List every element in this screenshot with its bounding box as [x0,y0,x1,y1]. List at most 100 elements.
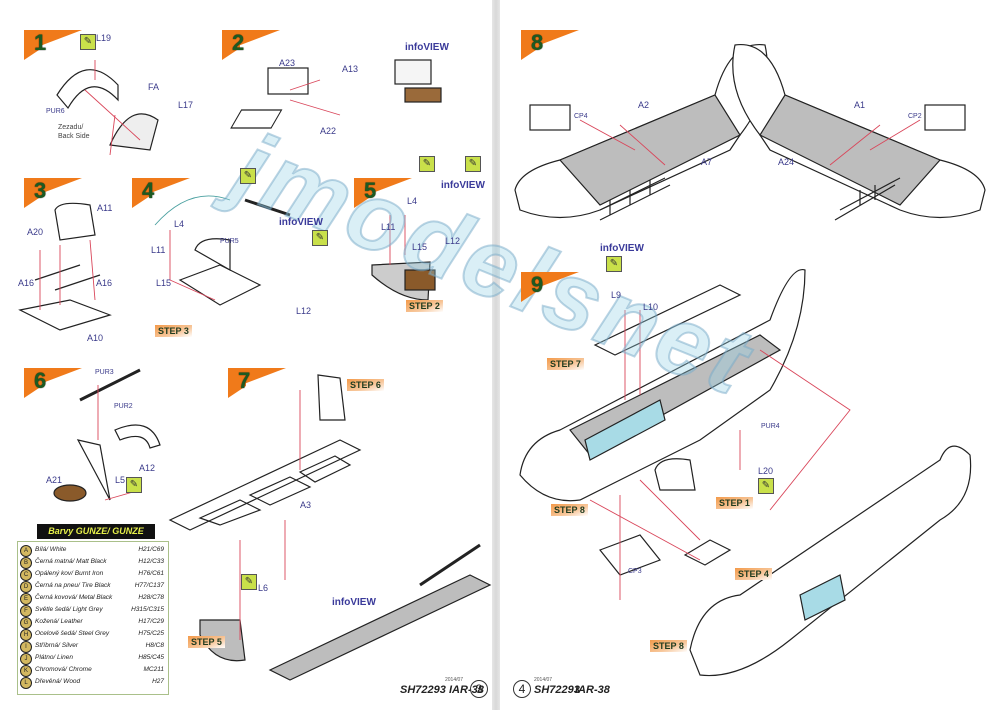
seat-drawing [54,202,96,241]
infoview-label: infoVIEW [441,180,485,191]
product-code: SH72293 [534,684,580,696]
part-label: L6 [258,583,269,593]
infoview-label: infoVIEW [600,243,644,254]
part-label: A12 [139,463,156,473]
product-code: SH72293 [400,684,446,696]
print-date: 2014/07 [534,677,553,683]
colour-badge-icon: H [20,629,32,641]
part-label: A7 [701,157,713,167]
step-3-number: 3 [24,178,82,208]
photo-etch-icon: ✎ [241,574,257,590]
part-label: A24 [778,157,795,167]
colour-badge-icon: F [20,605,32,617]
colour-badge-icon: C [20,569,32,581]
colour-badge-icon: E [20,593,32,605]
note-text: Zezadu/ [58,124,84,131]
instrument-panel-drawing [109,113,159,151]
infoview-label: infoVIEW [279,217,323,228]
step-reference: STEP 1 [716,497,753,509]
photo-etch-icon: ✎ [606,256,622,272]
part-label: L15 [156,278,172,288]
part-label: L5 [115,475,126,485]
part-label: L10 [643,302,659,312]
part-label: L19 [96,33,112,43]
photo-etch-icon: ✎ [758,478,774,494]
part-label: PUR4 [761,423,780,430]
part-label: L12 [445,236,461,246]
part-label: PUR6 [46,108,65,115]
step-7-number: 7 [228,368,286,398]
airplane-fuselage-drawing [689,445,972,677]
part-label: A10 [87,333,104,343]
cockpit-floor-frame-drawing [168,439,362,531]
photo-etch-icon: ✎ [419,156,435,172]
part-label: A1 [854,100,866,110]
part-label: A16 [18,278,35,288]
step-8-number: 8 [521,30,579,60]
colour-badge-icon: A [20,545,32,557]
part-label: L11 [151,245,166,255]
part-label: L9 [611,290,622,300]
part-label: A16 [96,278,113,288]
infoview-label: infoVIEW [332,597,376,608]
cp4-panel-drawing [529,104,571,131]
colour-badge-icon: L [20,677,32,689]
step-9-number: 9 [521,272,579,302]
colour-badge-icon: J [20,653,32,665]
step-1-number: 1 [24,30,82,60]
part-label: L4 [174,219,185,229]
step-reference: STEP 8 [650,640,687,652]
part-label: L4 [407,196,418,206]
photo-etch-icon: ✎ [240,168,256,184]
part-label: L17 [178,100,194,110]
part-label: L12 [296,306,312,316]
page-gutter [492,0,500,710]
step-reference: STEP 5 [188,636,225,648]
part-label: A11 [97,203,113,213]
part-label: A13 [342,64,359,74]
infoview-frame-drawing [268,574,492,681]
colour-badge-icon: G [20,617,32,629]
step-reference: STEP 2 [406,300,443,312]
photo-etch-icon: ✎ [312,230,328,246]
seat-base-drawing [18,299,112,331]
part-label: A23 [279,58,296,68]
part-label: FA [148,82,160,92]
armor-cowl-drawing [56,69,119,110]
part-label: L15 [412,242,428,252]
part-label: CP3 [628,568,642,575]
colour-badge-icon: I [20,641,32,653]
part-label: A22 [320,126,337,136]
step-reference: STEP 6 [347,379,384,391]
step-reference: STEP 7 [547,358,584,370]
page-number-right: 4 [513,680,531,698]
colour-badge-icon: B [20,557,32,569]
part-label: PUR2 [114,403,133,410]
colour-badge-icon: K [20,665,32,677]
part-label: PUR3 [95,369,114,376]
step-4-number: 4 [132,178,190,208]
step-reference: STEP 4 [735,568,772,580]
part-label: CP2 [908,113,922,120]
infoview-label: infoVIEW [405,42,449,53]
gun-ring-base-drawing [53,484,87,502]
flow-arrow [154,195,231,226]
colour-badge-icon: D [20,581,32,593]
photo-etch-icon: ✎ [126,477,142,493]
print-date: 2014/07 [445,677,464,683]
model-name: IAR-38 [575,684,610,696]
part-label: A3 [300,500,312,510]
